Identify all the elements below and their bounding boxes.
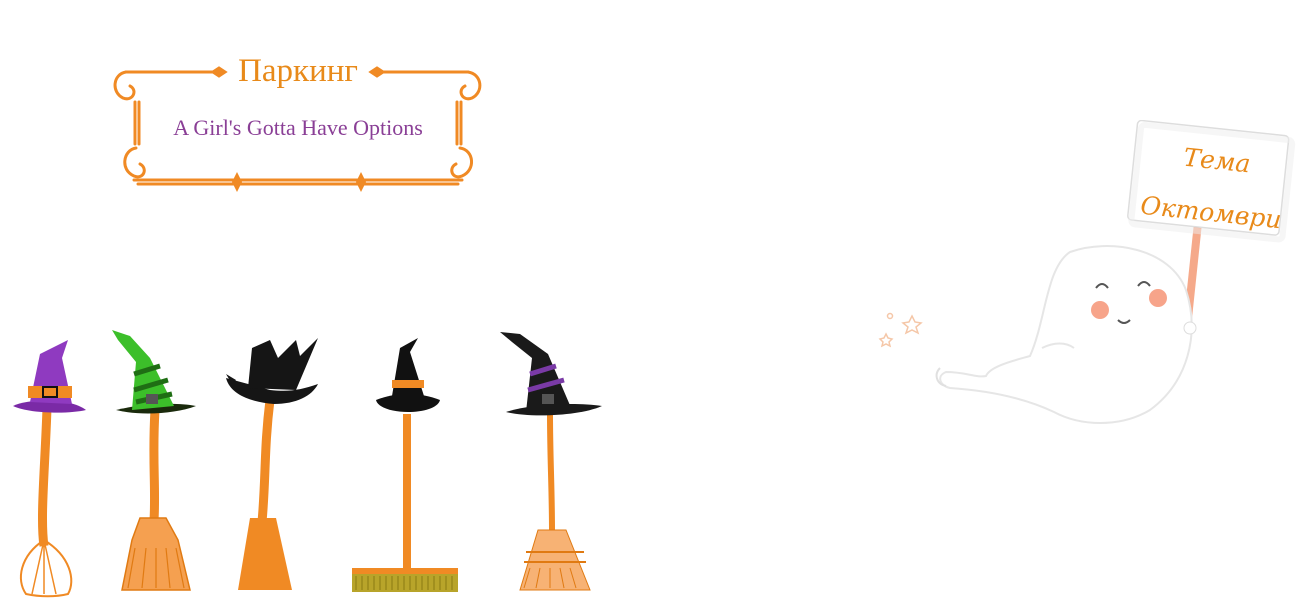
black-hat-fan-broom [226, 338, 318, 590]
black-hat-push-broom [352, 338, 458, 592]
sign-subtitle: A Girl's Gotta Have Options [173, 115, 423, 140]
broom-row [13, 330, 602, 598]
parking-sign: Паркинг A Girl's Gotta Have Options [108, 52, 488, 197]
black-purple-hat-corn-broom [500, 332, 602, 591]
sparkles-icon [878, 312, 923, 348]
purple-hat-whisk-broom [13, 340, 86, 598]
green-hat-straw-broom [112, 330, 196, 591]
ornate-frame [113, 66, 482, 192]
sign-title: Паркинг [238, 53, 358, 89]
ghost-with-sign: Тема Октомври [870, 119, 1310, 440]
ghost-icon [878, 119, 1296, 424]
